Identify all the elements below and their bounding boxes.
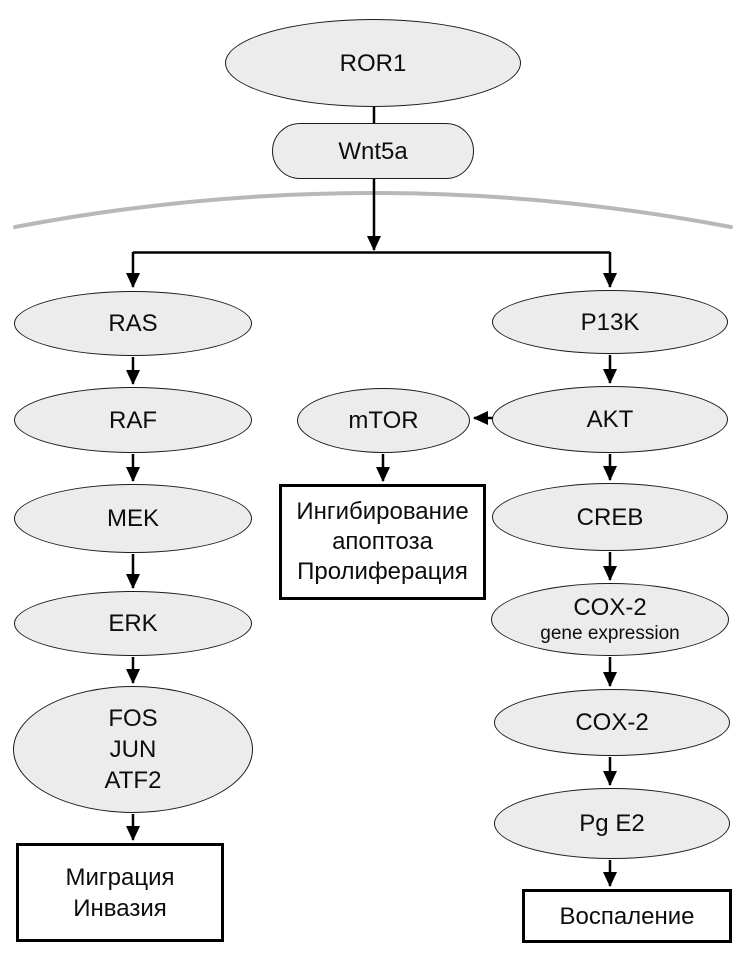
node-p13k: P13K: [492, 290, 728, 354]
node-migration-invasion: Миграция Инвазия: [16, 843, 224, 942]
node-akt: AKT: [492, 386, 728, 453]
node-ror1-label: ROR1: [339, 49, 407, 77]
node-creb: CREB: [492, 483, 728, 551]
node-fos-label: FOS: [108, 705, 158, 732]
node-fos-jun-atf2: FOS JUN ATF2: [13, 686, 253, 813]
node-wnt5a: Wnt5a: [272, 123, 474, 179]
node-inflammation: Воспаление: [522, 889, 732, 943]
node-erk-label: ERK: [108, 610, 158, 637]
node-pge2-label: Pg E2: [579, 810, 645, 837]
node-jun-label: JUN: [109, 736, 157, 763]
inhibition-label-line2: апоптоза: [332, 528, 433, 555]
node-atf2-label: ATF2: [104, 767, 162, 794]
node-cox2-label: COX-2: [575, 709, 649, 736]
node-akt-label: AKT: [586, 406, 634, 433]
inhibition-label-line1: Ингибирование: [296, 498, 469, 525]
node-mek: MEK: [14, 484, 252, 553]
node-raf: RAF: [14, 387, 252, 453]
node-wnt5a-label: Wnt5a: [338, 137, 408, 165]
invasion-label: Инвазия: [73, 894, 167, 922]
node-ror1: ROR1: [225, 19, 521, 107]
node-pge2: Pg E2: [494, 788, 730, 859]
inhibition-label-line3: Пролиферация: [297, 558, 468, 585]
cox2-gene-label-sub: gene expression: [540, 622, 680, 644]
node-mtor: mTOR: [297, 388, 470, 453]
node-ras-label: RAS: [108, 310, 158, 337]
node-p13k-label: P13K: [580, 308, 640, 336]
migration-label: Миграция: [65, 863, 175, 891]
cox2-gene-label-main: COX-2: [573, 593, 647, 621]
node-mek-label: MEK: [106, 505, 159, 532]
node-creb-label: CREB: [576, 503, 644, 531]
node-mtor-label: mTOR: [348, 407, 419, 434]
node-ras: RAS: [14, 291, 252, 356]
node-raf-label: RAF: [109, 406, 157, 434]
node-apoptosis-inhibition: Ингибирование апоптоза Пролиферация: [279, 484, 486, 600]
node-erk: ERK: [14, 591, 252, 656]
inflammation-label: Воспаление: [559, 902, 695, 930]
node-cox2: COX-2: [494, 689, 730, 756]
node-cox2-gene-expression: COX-2 gene expression: [491, 583, 729, 656]
